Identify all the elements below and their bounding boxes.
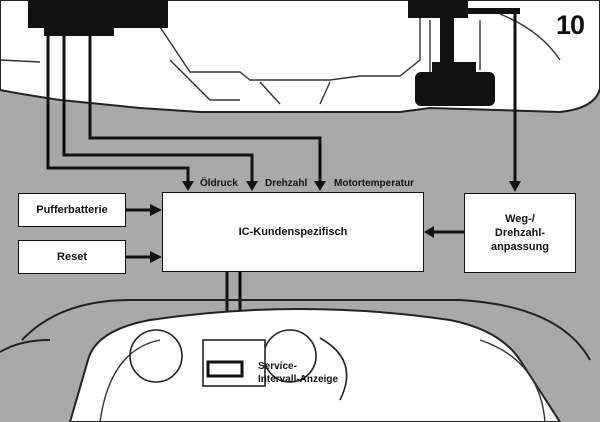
arrowheads [150, 181, 521, 263]
service-interval-label: Service- Intervall-Anzeige [258, 361, 339, 385]
engine-sensors [28, 0, 520, 106]
signal-label-drehzahl: Drehzahl [265, 178, 308, 189]
signal-label-motortemperatur: Motortemperatur [334, 178, 415, 189]
reset-block: Reset [18, 240, 126, 274]
service-interval-display [202, 339, 266, 387]
pufferbatterie-block: Pufferbatterie [18, 193, 126, 227]
figure-number: 10 [556, 10, 585, 40]
signal-label-oldruck: Öldruck [200, 178, 238, 189]
pufferbatterie-label: Pufferbatterie [36, 204, 108, 216]
car-details [0, 11, 561, 105]
ic-label: IC-Kundenspezifisch [238, 226, 348, 238]
weg-drehzahl-block: Weg-/ Drehzahl- anpassung [464, 193, 576, 273]
weg-drehzahl-label: Weg-/ Drehzahl- anpassung [490, 213, 550, 253]
reset-label: Reset [57, 251, 87, 263]
ic-block: IC-Kundenspezifisch [162, 192, 424, 272]
